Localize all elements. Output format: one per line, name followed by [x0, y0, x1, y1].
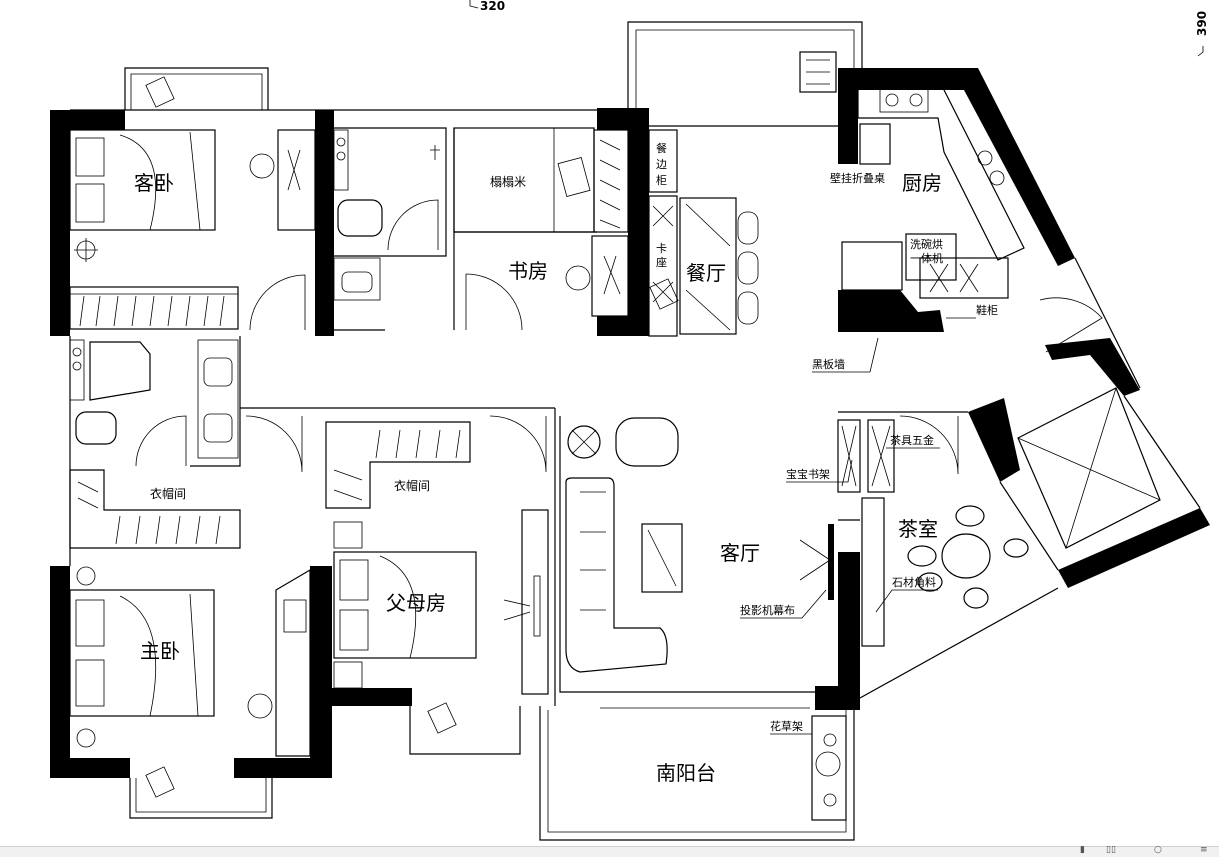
room-label-guest-bedroom: 客卧: [134, 171, 174, 195]
room-label-south-balcony: 南阳台: [656, 761, 716, 785]
dining-seating: [648, 129, 678, 337]
guest-wardrobe: [69, 286, 239, 330]
room-label-master-bedroom: 主卧: [140, 639, 180, 663]
doors: [135, 199, 1103, 475]
dimension-right-label: 390: [1195, 11, 1209, 36]
walls: [50, 68, 1210, 778]
plant-rack-shape: [811, 715, 847, 821]
parents-bed: [333, 521, 477, 689]
label-card-seat-1: 卡: [656, 242, 667, 255]
page-icon[interactable]: ▮: [1080, 845, 1085, 855]
tea-room-stones: [907, 505, 1029, 609]
viewer-toolbar: ▮ ▯▯ ○ ≡: [0, 845, 1219, 857]
dimension-top: 320: [469, 0, 505, 13]
master-desk: [247, 568, 311, 757]
projector-screen-mark: [799, 524, 834, 600]
label-tea-hardware: 茶具五金: [890, 433, 934, 447]
dining-table: [679, 197, 759, 335]
living-armchairs: [567, 417, 679, 467]
label-sideboard-1: 餐: [656, 141, 667, 155]
kitchen-fridge: [799, 51, 837, 93]
study-desk: [565, 235, 629, 317]
cloakroom-2: [325, 421, 471, 509]
zoom-icon[interactable]: ○: [1154, 845, 1162, 855]
dimension-right: 390: [1195, 11, 1209, 57]
dimension-top-label: 320: [480, 0, 505, 13]
label-folding-table: 壁挂折叠桌: [830, 171, 885, 185]
coffee-table: [641, 523, 683, 593]
guest-bed: [69, 129, 216, 262]
label-cloakroom-1: 衣帽间: [150, 486, 186, 501]
cloakroom-1: [69, 469, 241, 549]
menu-icon[interactable]: ≡: [1200, 845, 1208, 855]
label-shoe-cabinet: 鞋柜: [976, 303, 998, 317]
study-cabinet: [593, 129, 629, 233]
bathroom-2: [69, 339, 239, 459]
guest-desk: [249, 129, 316, 231]
room-label-parents-room: 父母房: [386, 591, 446, 615]
master-bed: [69, 566, 215, 748]
window-markers: [145, 76, 679, 798]
label-tatami: 榻榻米: [490, 175, 526, 189]
label-cloakroom-2: 衣帽间: [394, 478, 430, 493]
label-dishwasher-2: 一体机: [910, 251, 943, 265]
room-label-living: 客厅: [720, 541, 760, 565]
label-card-seat-2: 座: [656, 255, 667, 269]
label-stone-material: 石材角料: [892, 575, 936, 589]
label-kids-bookshelf: 宝宝书架: [786, 467, 830, 481]
label-projector-screen: 投影机幕布: [740, 603, 795, 617]
room-labels: 客卧 书房 餐厅 厨房 客厅 茶室 父母房 主卧 南阳台: [134, 171, 942, 785]
room-label-kitchen: 厨房: [902, 171, 942, 195]
label-blackboard-wall: 黑板墙: [812, 357, 845, 371]
label-sideboard-3: 柜: [656, 174, 667, 187]
bathroom-1: [333, 129, 440, 301]
label-sideboard-2: 边: [656, 158, 667, 171]
room-label-dining: 餐厅: [686, 261, 726, 285]
page-grid-icon[interactable]: ▯▯: [1106, 845, 1116, 855]
kitchen-counter: [841, 85, 1025, 299]
parents-tv: [503, 509, 549, 695]
tea-room-cabinets: [837, 419, 895, 647]
room-label-study: 书房: [508, 259, 548, 283]
room-label-tea-room: 茶室: [898, 517, 938, 541]
living-sofa: [565, 477, 668, 673]
furniture-labels: 榻榻米 卡 座 餐 边 柜 壁挂折叠桌 洗碗烘 一体机 鞋柜 黑板墙 衣帽间 衣…: [150, 141, 998, 735]
label-plant-rack: 花草架: [770, 720, 803, 733]
label-dishwasher-1: 洗碗烘: [910, 237, 943, 251]
elevator-shaft: [1017, 387, 1161, 549]
